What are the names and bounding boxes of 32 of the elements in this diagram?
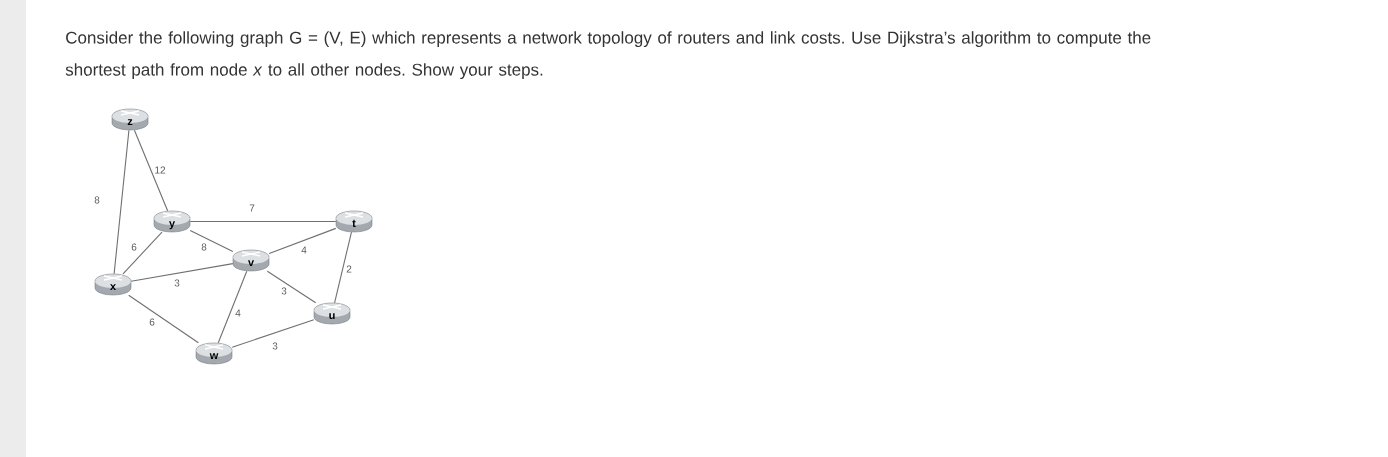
edge-label: 8: [93, 195, 101, 205]
edge-label: 4: [234, 308, 242, 318]
router: x: [94, 273, 132, 296]
edge-label: 6: [148, 317, 156, 327]
link-line: [189, 220, 337, 223]
router: z: [111, 108, 149, 131]
router: w: [195, 342, 233, 365]
edge-label: 6: [130, 242, 138, 252]
edge-label: 8: [200, 242, 208, 252]
router: y: [153, 210, 191, 233]
router: t: [335, 210, 373, 233]
link-line: [113, 129, 130, 275]
link-line: [189, 229, 234, 253]
link-line: [266, 270, 317, 304]
router: v: [232, 249, 270, 272]
edge-label: 4: [300, 245, 308, 255]
link-line: [128, 294, 199, 344]
edge-label: 3: [271, 341, 279, 351]
link-line: [231, 319, 315, 348]
link-line: [217, 270, 248, 344]
question-text: Consider the following graph G = (V, E) which represents a network topology of routers and link costs. Use Dijkstra’s algorithm to compute the shortest path from node x to all other nodes. Show your steps.: [65, 31, 1151, 80]
link-line: [334, 231, 352, 304]
edge-label: 12: [153, 165, 167, 175]
edge-label: 2: [345, 264, 353, 274]
link-line: [133, 129, 169, 212]
edge-label: 3: [280, 286, 288, 296]
link-line: [268, 227, 337, 255]
link-line: [122, 231, 163, 275]
edge-label: 3: [173, 278, 181, 288]
edge-label: 7: [248, 203, 256, 213]
link-line: [130, 263, 234, 282]
router: u: [313, 302, 351, 325]
